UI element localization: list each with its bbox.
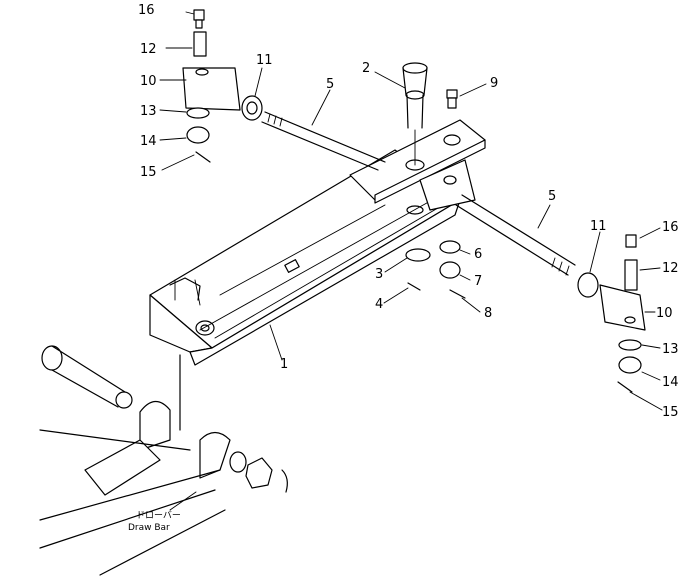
rod-left (261, 111, 386, 171)
callout-4: 4 (375, 297, 383, 312)
rod-right (455, 194, 576, 276)
callout-12-right: 12 (662, 261, 679, 276)
grease-fitting-9 (443, 89, 461, 146)
callout-7: 7 (474, 274, 482, 289)
callout-5-left: 5 (326, 77, 334, 92)
callout-10-left: 10 (140, 74, 157, 89)
callout-5-right: 5 (548, 189, 556, 204)
callout-12-left: 12 (140, 42, 157, 57)
callout-15-right: 15 (662, 405, 679, 420)
callout-16-right: 16 (662, 220, 679, 235)
callout-6: 6 (474, 247, 482, 262)
leader-lines (159, 11, 663, 411)
top-mount-plate (349, 119, 486, 215)
callout-2: 2 (362, 61, 370, 76)
right-clevis-group (405, 234, 646, 393)
draw-bar-caption: ドローバー Draw Bar (128, 491, 197, 533)
pin-2 (402, 62, 428, 166)
callout-13-right: 13 (662, 342, 679, 357)
caption-english: Draw Bar (128, 523, 170, 533)
left-clevis-group (182, 9, 263, 163)
callout-10-right: 10 (656, 306, 673, 321)
callout-15-left: 15 (140, 165, 157, 180)
callout-labels: 16 12 10 11 13 14 15 5 2 9 5 11 16 12 10… (138, 3, 679, 420)
callout-3: 3 (375, 267, 383, 282)
callout-13-left: 13 (140, 104, 157, 119)
caption-japanese: ドローバー (136, 510, 181, 521)
callout-14-right: 14 (662, 375, 679, 390)
callout-8: 8 (484, 306, 492, 321)
callout-11-right: 11 (590, 219, 607, 234)
callout-16-left: 16 (138, 3, 155, 18)
callout-14-left: 14 (140, 134, 157, 149)
callout-9: 9 (490, 76, 498, 91)
callout-11-left: 11 (256, 53, 273, 68)
draw-bar (39, 345, 288, 576)
callout-1: 1 (280, 357, 288, 372)
